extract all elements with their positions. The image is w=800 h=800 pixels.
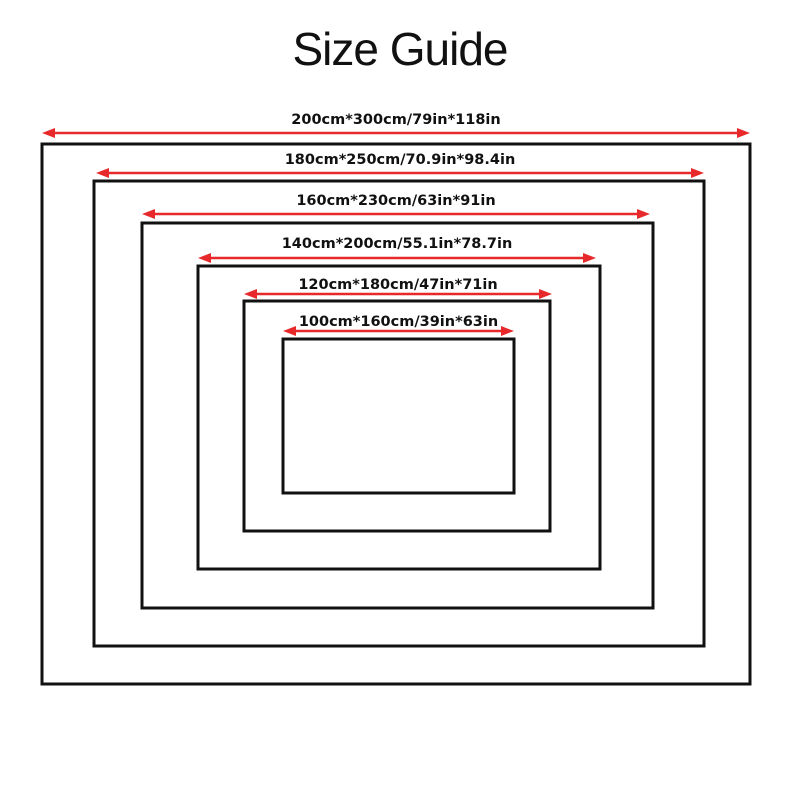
dimension-arrow-4 [198,253,596,263]
size-frame-5 [242,299,552,533]
size-label-1: 200cm*300cm/79in*118in [291,112,500,128]
dimension-arrow-5 [244,289,552,299]
size-frame-3 [140,221,655,610]
size-label-5: 120cm*180cm/47in*71in [298,277,497,293]
arrow-head-right [583,253,596,263]
arrow-head-left [283,326,296,336]
size-label-4: 140cm*200cm/55.1in*78.7in [282,236,513,252]
dimension-arrow-3 [142,209,650,219]
arrow-head-right [501,326,514,336]
arrow-head-left [244,289,257,299]
page-title: Size Guide [292,23,508,75]
arrow-head-left [142,209,155,219]
size-label-2: 180cm*250cm/70.9in*98.4in [285,152,516,168]
dimension-arrow-6 [283,326,514,336]
dimension-arrow-1 [42,128,750,138]
dimension-arrow-2 [96,168,704,178]
size-frame-2 [92,179,706,648]
arrow-head-right [637,209,650,219]
arrow-head-right [539,289,552,299]
arrow-head-left [96,168,109,178]
arrow-head-left [198,253,211,263]
arrow-head-right [737,128,750,138]
size-label-3: 160cm*230cm/63in*91in [296,193,495,209]
arrow-head-left [42,128,55,138]
size-frame-1 [40,142,752,686]
arrow-head-right [691,168,704,178]
size-frame-4 [196,264,602,571]
size-label-6: 100cm*160cm/39in*63in [299,314,498,330]
size-frame-6 [281,337,516,495]
